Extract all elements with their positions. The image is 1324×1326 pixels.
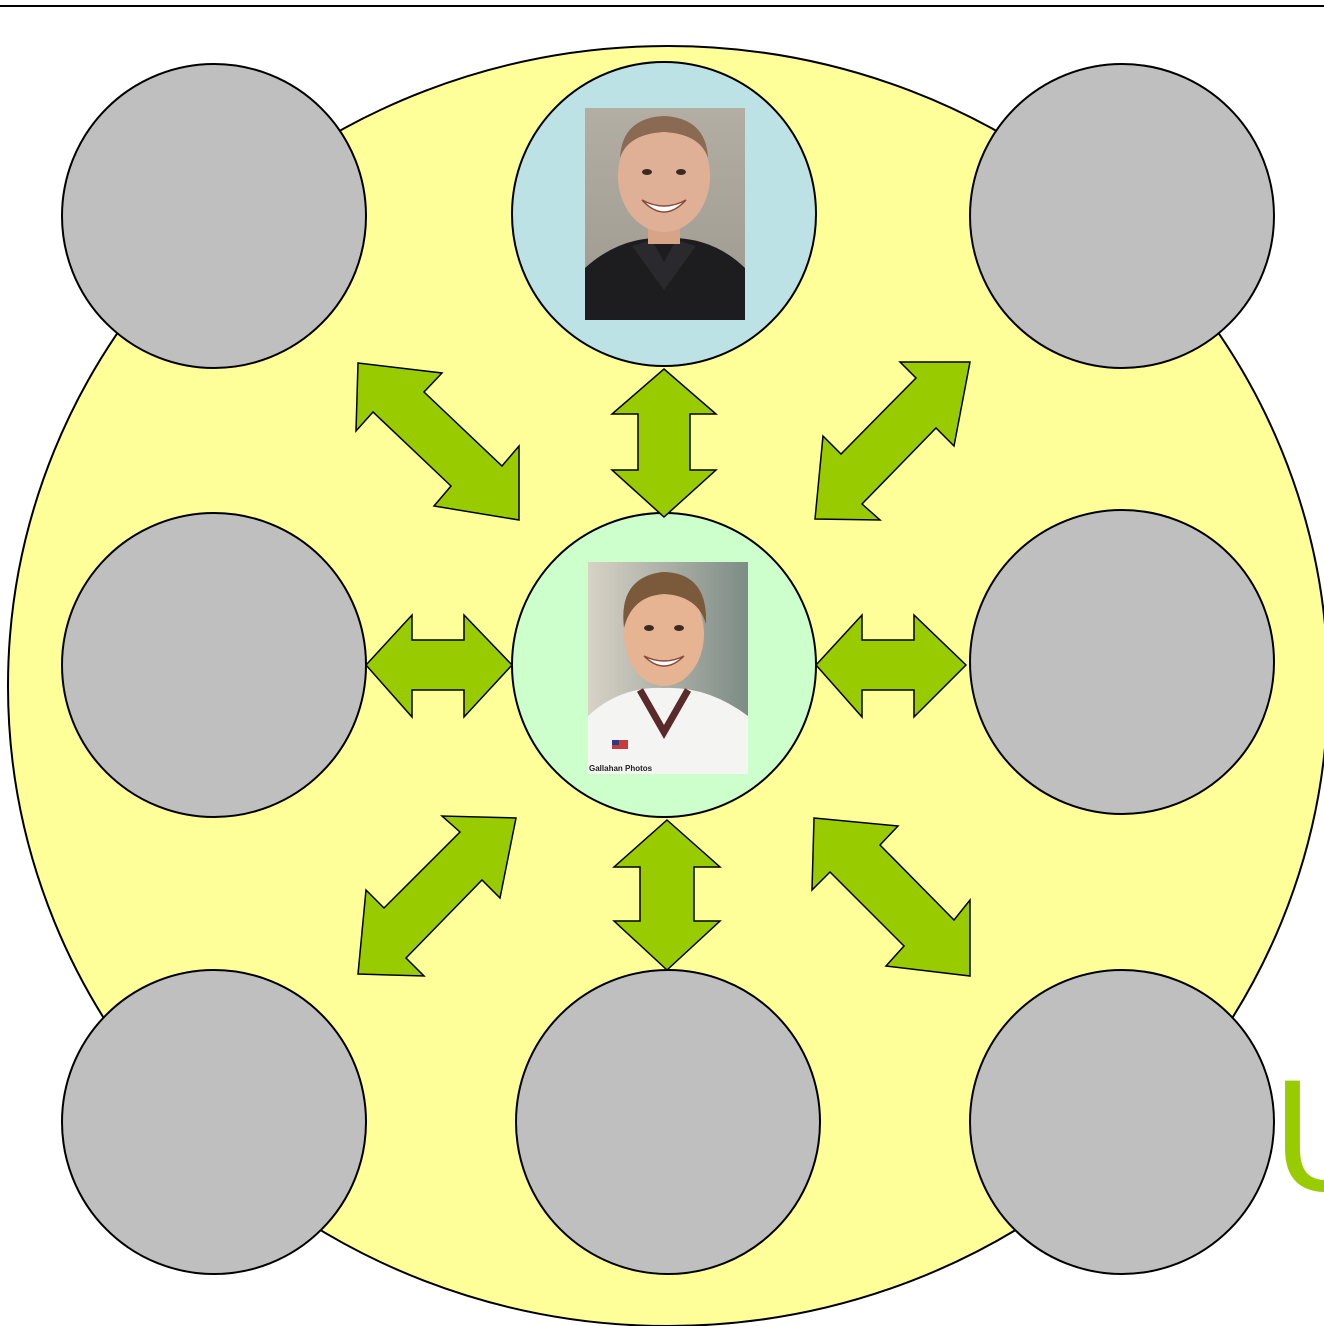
center-photo-caption: Gallahan Photos [589,764,653,773]
node-middle-left [61,512,367,818]
arrow-top [609,368,719,519]
node-top-left [61,63,367,369]
node-bottom-right [969,969,1275,1275]
node-top-right [969,63,1275,369]
arrow-upper-left [355,362,520,521]
corner-glyph: U [1272,1052,1324,1226]
arrow-right [814,613,968,719]
arrow-upper-right [814,361,971,521]
arrow-lower-left [357,815,517,977]
node-bottom-left [61,969,367,1275]
top-person-photo [585,108,745,320]
node-middle-right [969,509,1275,815]
node-bottom-center [515,969,821,1275]
arrow-left [364,613,514,719]
arrow-lower-right [811,817,971,977]
center-person-photo: Gallahan Photos [588,562,748,774]
arrow-bottom [612,818,722,972]
